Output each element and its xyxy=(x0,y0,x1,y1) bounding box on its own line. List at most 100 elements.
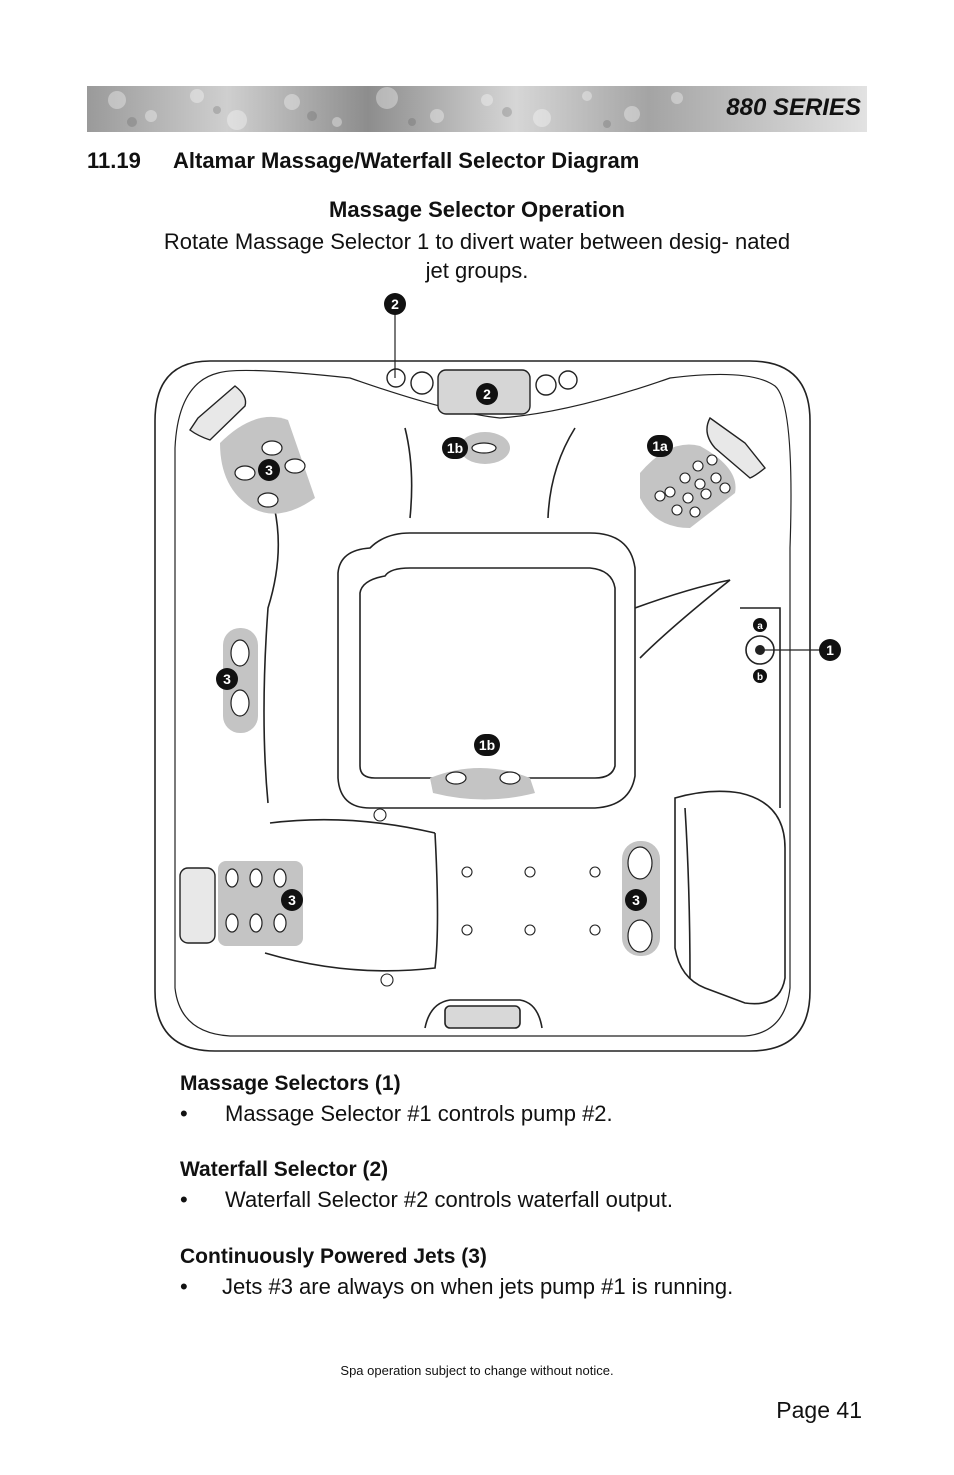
waterfall-selector-title: Waterfall Selector (2) xyxy=(180,1158,389,1181)
jet xyxy=(249,868,263,888)
jet xyxy=(230,639,250,667)
jet xyxy=(706,454,718,466)
bullet-marker: • xyxy=(180,1187,188,1212)
jet xyxy=(230,689,250,717)
jet xyxy=(627,846,653,880)
floor-line-2 xyxy=(264,832,439,972)
jet xyxy=(664,486,676,498)
jet xyxy=(682,492,694,504)
callout-top-waterfall: 2 xyxy=(384,293,406,315)
jet xyxy=(257,492,279,508)
pillow-top-right xyxy=(706,416,766,479)
callout-label: 3 xyxy=(223,671,231,687)
jet xyxy=(719,482,731,494)
callout-label: 2 xyxy=(391,296,399,312)
jet xyxy=(671,504,683,516)
jet xyxy=(679,472,691,484)
floor-jet xyxy=(524,924,536,936)
floor-jet xyxy=(589,924,601,936)
drink-holder-right xyxy=(535,374,557,396)
lounge-line xyxy=(684,807,691,979)
callout-jets-1b-center: 1b xyxy=(474,734,500,756)
waterfall-valve-right xyxy=(558,370,578,390)
jet xyxy=(689,506,701,518)
section-number: 11.19 xyxy=(87,148,141,173)
callout-jets-3-right: 3 xyxy=(625,889,647,911)
floor-line-1 xyxy=(269,818,436,834)
massage-selectors-section: Massage Selectors (1) • Massage Selector … xyxy=(180,1072,613,1127)
callout-jets-1a: 1a xyxy=(647,435,673,457)
massage-selectors-title: Massage Selectors (1) xyxy=(180,1072,401,1095)
callout-label: 1 xyxy=(826,642,834,658)
callout-selector-b: b xyxy=(753,669,767,683)
jet xyxy=(700,488,712,500)
bullet-marker: • xyxy=(180,1274,188,1299)
floor-jet xyxy=(461,924,473,936)
callout-label: 1a xyxy=(652,438,668,454)
callout-jets-3-bottom-left: 3 xyxy=(281,889,303,911)
callout-label: 1b xyxy=(479,737,495,753)
jet xyxy=(692,460,704,472)
continuous-jets-section: Continuously Powered Jets (3) • Jets #3 a… xyxy=(180,1245,733,1300)
jet xyxy=(499,771,521,785)
bullet-text: Massage Selector #1 controls pump #2. xyxy=(225,1101,613,1126)
water-texture xyxy=(108,87,683,130)
jet xyxy=(694,478,706,490)
jet xyxy=(445,771,467,785)
jet xyxy=(249,913,263,933)
jet xyxy=(710,472,722,484)
control-panel xyxy=(424,999,543,1029)
callout-jets-3-left: 3 xyxy=(216,668,238,690)
drink-holder-left xyxy=(410,371,434,395)
spa-inner-rim xyxy=(174,369,792,1037)
seat-contour-left xyxy=(263,477,280,804)
seat-divider-top-right xyxy=(547,427,576,519)
jet xyxy=(284,458,306,474)
jet xyxy=(261,440,283,456)
floor-jet xyxy=(524,866,536,878)
continuous-jets-title: Continuously Powered Jets (3) xyxy=(180,1245,487,1268)
spa-diagram: 2 2 1b 1a 3 1 a b 3 1b 3 3 xyxy=(154,293,841,1052)
callout-selector: 1 xyxy=(819,639,841,661)
callout-label: a xyxy=(757,621,763,632)
pillow-top-left xyxy=(189,385,247,441)
pillow-left xyxy=(179,867,216,944)
spa-outer-shell xyxy=(154,360,811,1052)
floor-jet xyxy=(589,866,601,878)
callout-label: 3 xyxy=(632,892,640,908)
jet xyxy=(654,490,666,502)
callout-label: 2 xyxy=(483,386,491,402)
jet xyxy=(273,868,287,888)
section-heading: 11.19 Altamar Massage/Waterfall Selector … xyxy=(87,148,639,174)
footwell-outer xyxy=(337,532,636,809)
jet xyxy=(273,913,287,933)
jet xyxy=(225,868,239,888)
callout-label: 1b xyxy=(447,440,463,456)
floor-jet xyxy=(373,808,387,822)
seat-contour-right xyxy=(634,579,731,659)
jet xyxy=(627,919,653,953)
continuous-jets-item: • Jets #3 are always on when jets pump #1… xyxy=(180,1274,733,1300)
waterfall-selector-item: • Waterfall Selector #2 controls waterfal… xyxy=(180,1187,673,1213)
callout-label: 3 xyxy=(265,462,273,478)
seat-edge-right xyxy=(740,607,781,808)
bullet-marker: • xyxy=(180,1101,188,1126)
bullet-text: Jets #3 are always on when jets pump #1 … xyxy=(222,1274,734,1299)
callout-label: b xyxy=(757,672,763,683)
lounge-seat xyxy=(674,790,786,1005)
floor-jet xyxy=(380,973,394,987)
seat-divider-top-left xyxy=(404,427,413,519)
callout-jets-3-corner: 3 xyxy=(258,459,280,481)
waterfall-selector-section: Waterfall Selector (2) • Waterfall Select… xyxy=(180,1158,673,1213)
callout-selector-a: a xyxy=(753,618,767,632)
callout-jets-1b-top: 1b xyxy=(442,437,468,459)
page-number: Page 41 xyxy=(776,1397,862,1423)
operation-title: Massage Selector Operation xyxy=(329,197,625,222)
section-title: Altamar Massage/Waterfall Selector Diagr… xyxy=(173,148,640,173)
jet xyxy=(225,913,239,933)
series-title: 880 SERIES xyxy=(726,94,861,121)
jet-group-1b-center xyxy=(430,768,535,800)
footwell-inner xyxy=(359,567,616,779)
bullet-text: Waterfall Selector #2 controls waterfall… xyxy=(225,1187,673,1212)
header-banner: 880 SERIES xyxy=(87,86,867,132)
